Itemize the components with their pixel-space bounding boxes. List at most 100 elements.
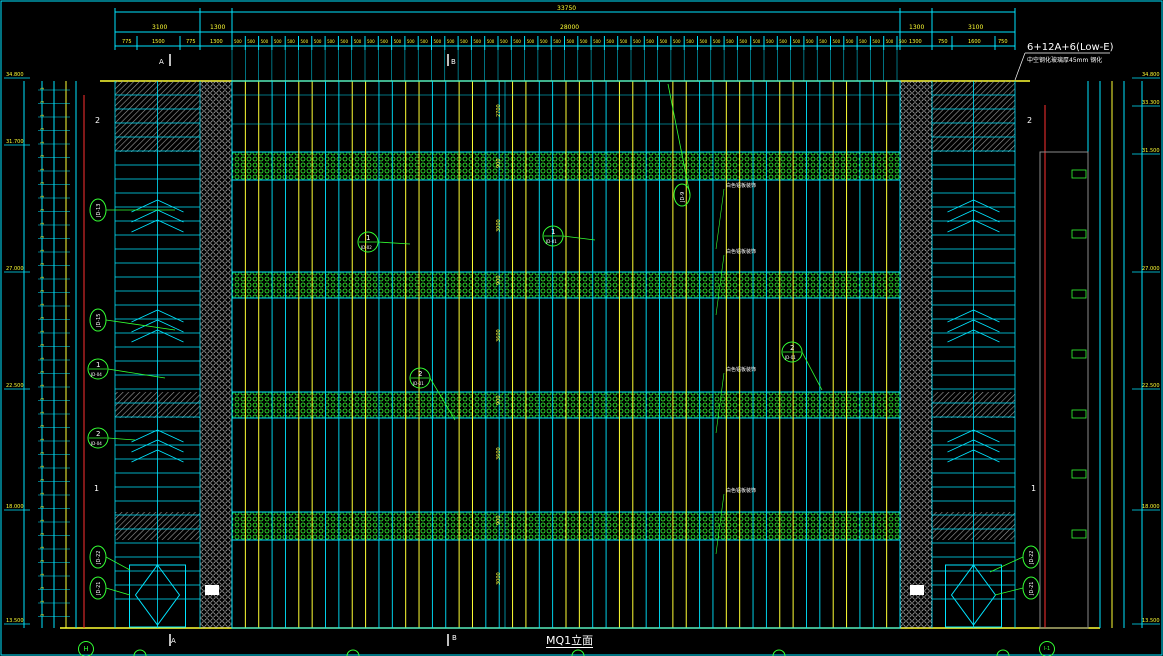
dim-text-module: 500 <box>700 39 708 44</box>
detail-tag-text: JD-22 <box>1029 551 1035 566</box>
left-small-dim: 3 <box>40 303 45 306</box>
dim-text-module: 500 <box>633 39 641 44</box>
band-dimension: 3600 <box>496 329 502 342</box>
left-small-dim: 3 <box>40 506 45 509</box>
left-small-dim: 3 <box>40 344 45 347</box>
right-chevron <box>947 219 1000 233</box>
left-small-dim: 3 <box>40 168 45 171</box>
dim-text-segment: 1300 <box>909 24 924 31</box>
left-small-dim: 3 <box>40 614 45 617</box>
leader-line <box>801 351 823 391</box>
leader-line <box>105 587 131 596</box>
callout-reference: JD-01 <box>412 381 424 386</box>
left-chevron <box>131 429 184 443</box>
left-small-dim: 3 <box>40 128 45 131</box>
dim-text-module: 500 <box>274 39 282 44</box>
section-mark-b-bottom: B <box>452 634 457 642</box>
right-level-elevation: 27.000 <box>1142 266 1160 272</box>
left-small-dim: 3 <box>40 587 45 590</box>
left-small-dim: 3 <box>40 425 45 428</box>
level-mark-left-2: 2 <box>95 116 101 125</box>
left-chevron <box>131 309 184 323</box>
level-mark-right-1: 1 <box>1031 484 1037 493</box>
dim-text-left-sub: 1300 <box>210 39 223 45</box>
note-leader <box>715 188 725 250</box>
dim-text-module: 500 <box>766 39 774 44</box>
detail-tag-text: JD-21 <box>96 582 102 597</box>
right-door-frame <box>945 564 1002 628</box>
band-dimension: 900 <box>496 158 502 168</box>
dim-text-module: 500 <box>872 39 880 44</box>
overall-dimension: 33750 <box>557 5 577 12</box>
left-small-dim: 3 <box>40 560 45 563</box>
grid-axis-bubble <box>996 649 1010 656</box>
callout-reference: JD-04 <box>90 441 102 446</box>
left-small-dim: 3 <box>40 236 45 239</box>
axis-bubble-left: H <box>78 641 94 656</box>
right-chevron <box>947 329 1000 343</box>
dim-text-module: 500 <box>553 39 561 44</box>
left-small-dim: 3 <box>40 317 45 320</box>
left-small-dim: 3 <box>40 411 45 414</box>
left-small-dim: 3 <box>40 452 45 455</box>
dim-text-module: 500 <box>713 39 721 44</box>
level-mark-right-2: 2 <box>1027 116 1033 125</box>
grid-axis-bubble <box>133 649 147 656</box>
left-small-dim: 3 <box>40 384 45 387</box>
left-small-dim: 3 <box>40 141 45 144</box>
left-door-diamond <box>134 564 181 626</box>
dim-text-segment: 1300 <box>210 24 225 31</box>
leader-line <box>105 556 131 571</box>
note-leader <box>715 493 725 555</box>
dim-text-module: 500 <box>806 39 814 44</box>
detail-tag-text: JD-15 <box>96 314 102 329</box>
left-small-dim: 3 <box>40 519 45 522</box>
dim-text-module: 500 <box>367 39 375 44</box>
dim-text-module: 500 <box>753 39 761 44</box>
left-door-frame <box>129 564 186 628</box>
left-chevron <box>131 439 184 453</box>
dim-text-module: 500 <box>793 39 801 44</box>
dim-text-right-sub: 1600 <box>968 39 981 45</box>
axis-bubble-right: I-1 <box>1039 641 1055 656</box>
right-level-elevation: 33.300 <box>1142 100 1160 106</box>
material-note: 白色铝板装饰 <box>726 487 756 494</box>
detail-tag-text: JD-9 <box>680 192 686 203</box>
dim-text-module: 500 <box>899 39 907 44</box>
leader-line <box>105 319 176 331</box>
note-leader <box>715 254 725 316</box>
dim-text-module: 500 <box>527 39 535 44</box>
leader-line <box>667 83 691 196</box>
dim-text-module: 500 <box>354 39 362 44</box>
right-section-bracket <box>1071 349 1087 359</box>
left-small-dim: 3 <box>40 465 45 468</box>
right-chevron <box>947 309 1000 323</box>
left-chevron <box>131 449 184 463</box>
right-section-bracket <box>1071 289 1087 299</box>
left-chevron <box>131 199 184 213</box>
left-small-dim: 3 <box>40 222 45 225</box>
left-chevron <box>131 219 184 233</box>
dim-text-module: 500 <box>540 39 548 44</box>
right-chevron <box>947 449 1000 463</box>
dim-text-module: 500 <box>247 39 255 44</box>
drawing-title: MQ1立面 <box>546 634 594 648</box>
dim-text-left-sub: 775 <box>122 39 132 45</box>
dim-text-module: 500 <box>580 39 588 44</box>
right-level-elevation: 13.500 <box>1142 618 1160 624</box>
dim-text-module: 500 <box>833 39 841 44</box>
dim-text-left-sub: 1500 <box>152 39 165 45</box>
dim-text-module: 500 <box>287 39 295 44</box>
callout-number: 2 <box>790 344 794 352</box>
dim-text-right-sub: 750 <box>998 39 1008 45</box>
left-chevron <box>131 319 184 333</box>
dim-text-module: 500 <box>434 39 442 44</box>
left-small-dim: 3 <box>40 479 45 482</box>
left-small-dim: 3 <box>40 330 45 333</box>
right-chevron <box>947 439 1000 453</box>
grid-axis-bubble <box>571 649 585 656</box>
material-note: 白色铝板装饰 <box>726 182 756 189</box>
dim-text-module: 500 <box>407 39 415 44</box>
